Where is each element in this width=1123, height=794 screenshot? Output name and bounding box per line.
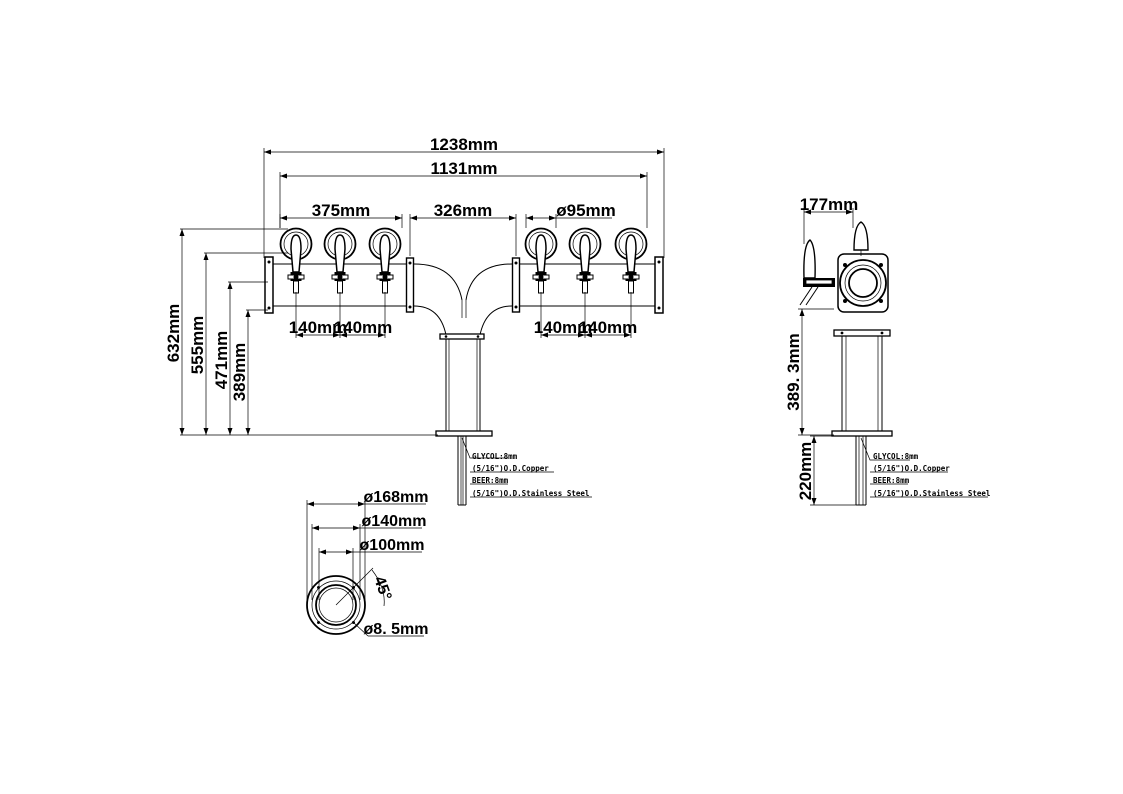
dim-tap-group: 375mm (279, 201, 403, 228)
label-140-c: 140mm (534, 318, 593, 337)
label-389: 389mm (230, 343, 249, 402)
dim-heights: 632mm 555mm 471mm 389mm (164, 228, 438, 436)
dim-depth: 177mm (800, 195, 859, 244)
dim-tap-spacing-left: 140mm 140mm (289, 292, 393, 338)
base-plate-view: ø168mm ø140mm ø100mm 45° ø8. 5mm (306, 489, 429, 638)
dim-tap-spacing-right: 140mm 140mm (534, 292, 638, 338)
side-note: GLYCOL:8mm (5/16")O.D.Copper BEER:8mm (5… (860, 437, 990, 498)
label-471: 471mm (212, 331, 231, 390)
dim-flange-diameter: ø95mm (525, 201, 616, 228)
side-note-copper: (5/16")O.D.Copper (873, 464, 950, 473)
label-140-d: 140mm (579, 318, 638, 337)
label-168: ø168mm (364, 489, 429, 506)
label-375: 375mm (312, 201, 371, 220)
label-140: ø140mm (362, 513, 427, 530)
label-1238: 1238mm (430, 135, 498, 154)
label-177: 177mm (800, 195, 859, 214)
label-326: 326mm (434, 201, 493, 220)
dim-column-height: 389. 3mm (784, 308, 834, 436)
label-389-3: 389. 3mm (784, 333, 803, 411)
label-140-a: 140mm (289, 318, 348, 337)
front-note: GLYCOL:8mm (5/16")O.D.Copper BEER:8mm (5… (461, 437, 592, 498)
dim-center-gap: 326mm (409, 201, 517, 256)
label-555: 555mm (188, 316, 207, 375)
label-140-b: 140mm (334, 318, 393, 337)
dim-overall-width: 1238mm (263, 135, 665, 258)
note-glycol: GLYCOL:8mm (472, 452, 518, 461)
front-view: 1238mm 1131mm 375mm 326mm ø95mm (164, 135, 665, 506)
label-45: 45° (370, 574, 394, 603)
label-632: 632mm (164, 304, 183, 363)
side-note-steel: (5/16")O.D.Stainless Steel (873, 489, 990, 498)
side-view: 177mm 389. 3mm 220mm GLYCOL:8mm (5/16")O… (784, 195, 990, 506)
note-steel: (5/16")O.D.Stainless Steel (472, 489, 589, 498)
note-copper: (5/16")O.D.Copper (472, 464, 549, 473)
note-beer: BEER:8mm (472, 476, 509, 485)
label-95: ø95mm (556, 201, 616, 220)
label-100: ø100mm (360, 537, 425, 554)
dim-inner-width: 1131mm (279, 159, 648, 228)
label-8-5: ø8. 5mm (364, 621, 429, 638)
label-1131: 1131mm (430, 159, 497, 178)
dim-tube-length: 220mm (796, 435, 856, 506)
side-note-glycol: GLYCOL:8mm (873, 452, 919, 461)
label-220: 220mm (796, 442, 815, 501)
side-note-beer: BEER:8mm (873, 476, 910, 485)
